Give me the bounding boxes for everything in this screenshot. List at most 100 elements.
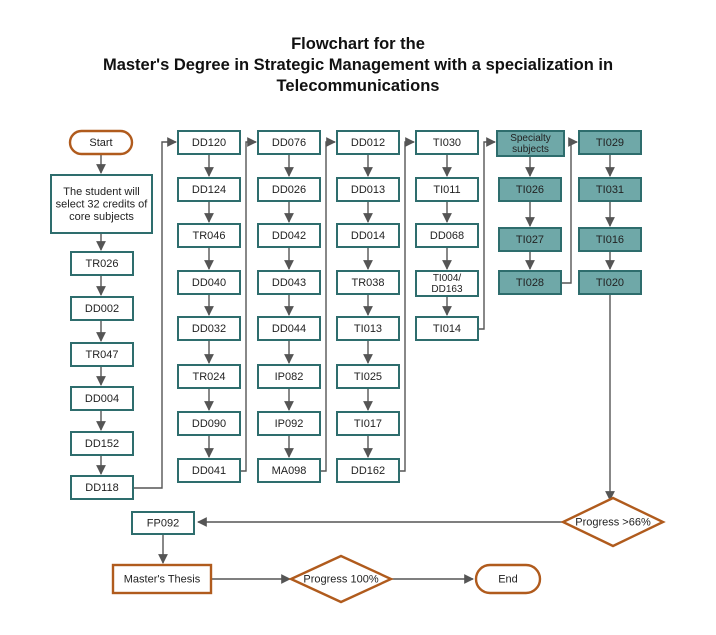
- node-label: DD043: [272, 277, 306, 289]
- node-label: TI011: [433, 184, 460, 196]
- course-ti031: TI031: [578, 177, 642, 202]
- diagram-title: Flowchart for the Master's Degree in Str…: [0, 34, 716, 97]
- node-label: DD014: [351, 230, 385, 242]
- node-label: DD041: [192, 465, 226, 477]
- course-tr047: TR047: [70, 342, 134, 367]
- course-fp092: FP092: [131, 511, 195, 535]
- end-terminal: End: [474, 563, 542, 595]
- node-label: DD152: [85, 438, 119, 450]
- node-label: DD004: [85, 393, 119, 405]
- course-dd041: DD041: [177, 458, 241, 483]
- course-dd014: DD014: [336, 223, 400, 248]
- course-dd026: DD026: [257, 177, 321, 202]
- course-ip092: IP092: [257, 411, 321, 436]
- node-label: DD076: [272, 137, 306, 149]
- course-tr046: TR046: [177, 223, 241, 248]
- node-label: DD044: [272, 323, 306, 335]
- course-ti004-dd163: TI004/DD163: [415, 270, 479, 297]
- course-ti030: TI030: [415, 130, 479, 155]
- node-label: Progress >66%: [575, 517, 651, 529]
- node-label: TI027: [516, 234, 544, 246]
- node-label: End: [498, 574, 518, 586]
- connector-arrow: [561, 137, 578, 284]
- title-line-3: Telecommunications: [276, 77, 440, 95]
- node-label: TI016: [596, 234, 624, 246]
- course-dd120: DD120: [177, 130, 241, 155]
- course-ti026: TI026: [498, 177, 562, 202]
- node-label: Master's Thesis: [124, 574, 201, 586]
- course-dd032: DD032: [177, 316, 241, 341]
- node-label: TR046: [192, 230, 225, 242]
- node-label: DD032: [192, 323, 226, 335]
- course-ip082: IP082: [257, 364, 321, 389]
- course-ma098: MA098: [257, 458, 321, 483]
- node-label: TI017: [354, 418, 382, 430]
- node-label: IP082: [275, 371, 304, 383]
- course-dd002: DD002: [70, 296, 134, 321]
- course-dd044: DD044: [257, 316, 321, 341]
- course-tr026: TR026: [70, 251, 134, 276]
- node-label: DD040: [192, 277, 226, 289]
- title-line-1: Flowchart for the: [291, 35, 425, 53]
- node-label: IP092: [275, 418, 304, 430]
- start-terminal: Start: [68, 129, 134, 156]
- course-dd118: DD118: [70, 475, 134, 500]
- course-ti027: TI027: [498, 227, 562, 252]
- node-label: DD026: [272, 184, 306, 196]
- course-ti014: TI014: [415, 316, 479, 341]
- node-label: TI030: [433, 137, 461, 149]
- node-label: DD068: [430, 230, 464, 242]
- course-tr024: TR024: [177, 364, 241, 389]
- course-ti017: TI017: [336, 411, 400, 436]
- node-label: FP092: [147, 518, 179, 530]
- node-label: DD013: [351, 184, 385, 196]
- progress-66-decision: Progress >66%: [560, 496, 666, 548]
- course-dd124: DD124: [177, 177, 241, 202]
- node-label: core subjects: [69, 211, 134, 223]
- node-label: DD090: [192, 418, 226, 430]
- course-dd076: DD076: [257, 130, 321, 155]
- connector-arrow: [133, 137, 177, 489]
- course-ti011: TI011: [415, 177, 479, 202]
- course-dd042: DD042: [257, 223, 321, 248]
- node-label: TI029: [596, 137, 624, 149]
- node-label: TR038: [351, 277, 384, 289]
- course-dd043: DD043: [257, 270, 321, 295]
- course-ti029: TI029: [578, 130, 642, 155]
- node-label: TI026: [516, 184, 544, 196]
- course-dd012: DD012: [336, 130, 400, 155]
- node-label: TI020: [596, 277, 624, 289]
- node-label: Start: [89, 137, 112, 149]
- node-label: TI028: [516, 277, 544, 289]
- connector-arrow: [399, 137, 415, 472]
- node-label: MA098: [272, 465, 307, 477]
- node-label: DD163: [431, 284, 463, 295]
- progress-100-decision: Progress 100%: [288, 554, 394, 604]
- connector-arrow: [240, 137, 257, 472]
- course-ti028: TI028: [498, 270, 562, 295]
- course-ti025: TI025: [336, 364, 400, 389]
- course-dd013: DD013: [336, 177, 400, 202]
- node-label: TR026: [85, 258, 118, 270]
- course-dd152: DD152: [70, 431, 134, 456]
- node-label: TI004/: [433, 273, 462, 284]
- node-label: TR024: [192, 371, 225, 383]
- connectors: [96, 137, 615, 584]
- node-label: DD042: [272, 230, 306, 242]
- node-label: TI031: [596, 184, 624, 196]
- node-label: DD120: [192, 137, 226, 149]
- node-label: TI013: [354, 323, 382, 335]
- node-label: Progress 100%: [303, 574, 378, 586]
- course-ti020: TI020: [578, 270, 642, 295]
- node-label: DD124: [192, 184, 226, 196]
- node-label: The student will: [63, 186, 139, 198]
- node-label: DD118: [85, 482, 118, 494]
- node-label: subjects: [512, 144, 549, 155]
- course-dd040: DD040: [177, 270, 241, 295]
- connector-arrow: [478, 137, 496, 330]
- course-dd068: DD068: [415, 223, 479, 248]
